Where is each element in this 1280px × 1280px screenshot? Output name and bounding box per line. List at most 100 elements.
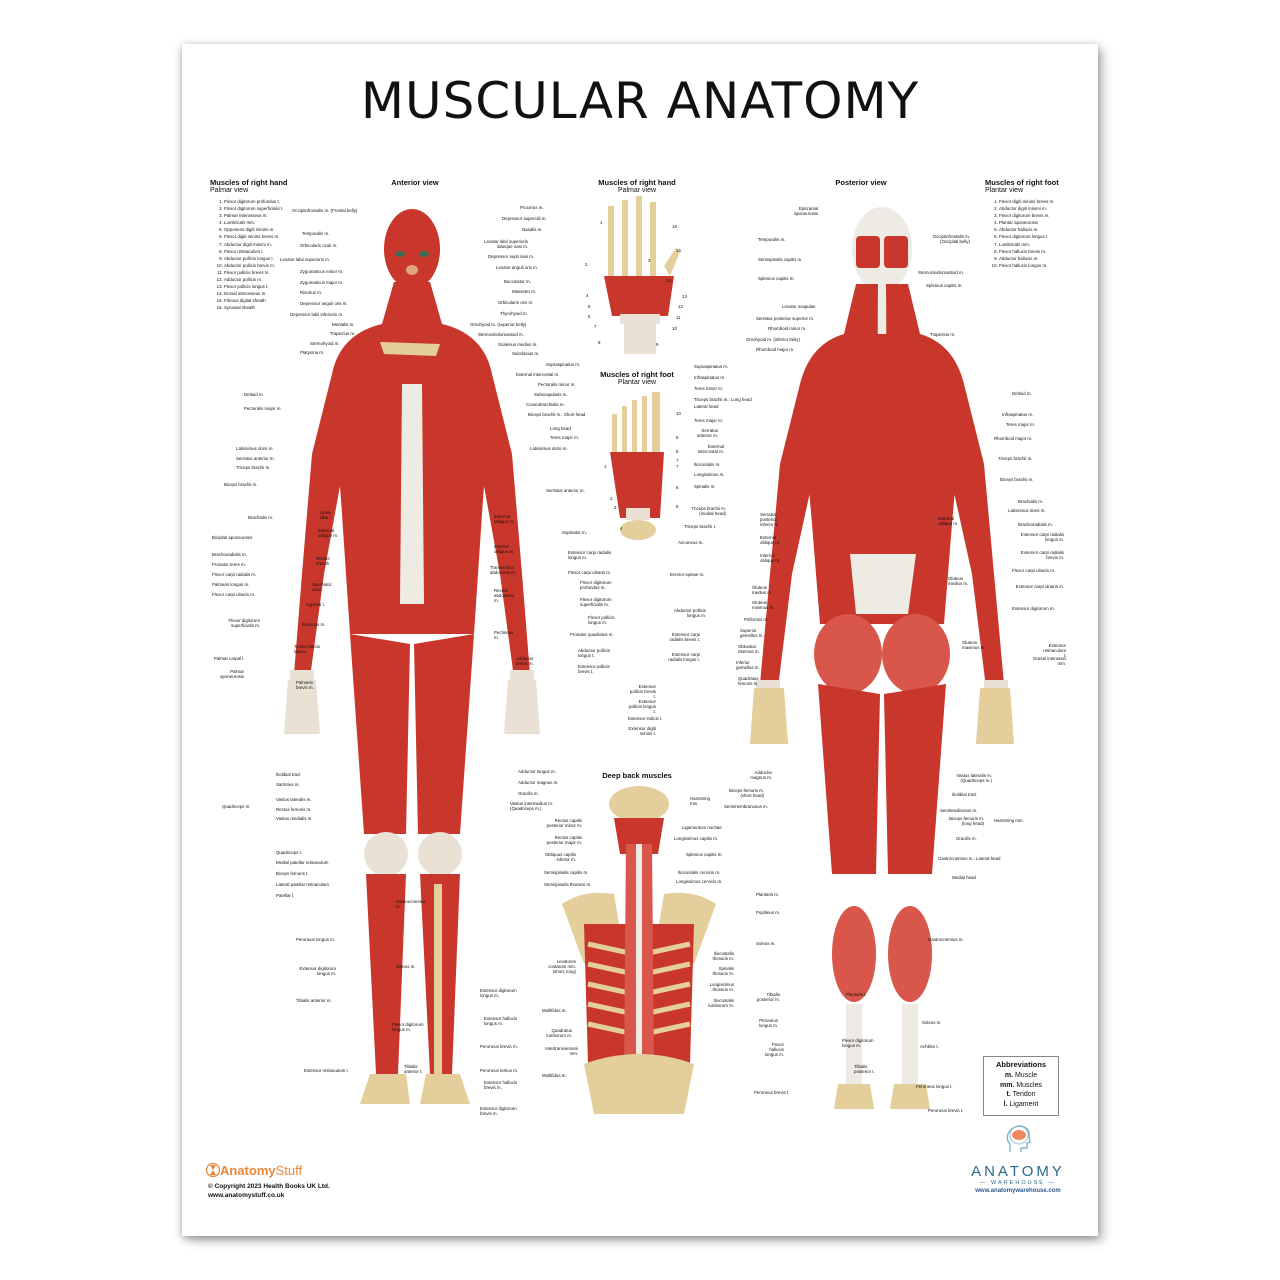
hand-legend-list: Flexor digitorum profundus t. Flexor dig… [210,198,310,312]
label: Serratus anterior m. [697,428,718,438]
copyright-block: © Copyright 2023 Health Books UK Ltd. ww… [208,1182,330,1200]
label: Flexor carpi ulnaris m. [1012,568,1056,573]
foot-legend-subtitle: Plantar view [985,187,1024,194]
foot-number: 6 [676,485,679,490]
label: Latissimus dorsi m. [236,446,274,451]
label: Rectus capitis posterior minor m. [546,818,582,828]
label: Peroneus tertius m. [480,1068,519,1073]
anatomystuff-url[interactable]: www.anatomystuff.co.uk [208,1192,285,1199]
label: Tibialis posterior t. [854,1064,875,1074]
label: Flexor digitorum longus m. [392,1022,424,1032]
label: Extensor carpi radialis brevis m. [1020,550,1064,560]
label: Sternocleidomastoid m. [478,332,524,337]
label: Spinalis thoracis m. [712,966,734,976]
hand-number: 11 [676,315,681,320]
label: Longissimus m. [694,472,725,477]
anatomystuff-logo: AnatomyStuff [205,1162,303,1178]
label: Extensor hallucis longus m. [484,1016,518,1026]
label: Palmaris brevis m. [296,680,314,690]
label: Masseter m. [512,289,537,294]
label: Splenius capitis m. [926,283,963,288]
label: Supraspinatus m. [546,362,581,367]
label: Semispinalis capitis m. [758,257,803,262]
label: Temporalis m. [758,237,786,242]
label: Triceps brachii m. [236,465,271,470]
label: Biceps brachii m. [224,482,258,487]
label: Teres major m. [1006,422,1036,427]
label: Quadratus femoris m. [738,676,759,686]
label: Levator labii superioris alaeque nasi m. [484,239,528,249]
label: Longissimus thoracis m. [709,982,734,992]
anatomy-poster: MUSCULAR ANATOMY Muscles of right hand P… [182,44,1098,1236]
label: Transversus abdominis m. [490,565,517,575]
label: Zygomaticus minor m. [300,269,344,274]
warehouse-url[interactable]: www.anatomywarehouse.com [975,1188,1061,1194]
hand-number: 3 [648,258,651,263]
label: External oblique m. [938,516,959,526]
brand-stuff: Stuff [275,1163,303,1178]
label: Thyrohyoid m. [500,311,528,316]
label: Depressor anguli oris m. [300,301,348,306]
label: Soleus m. [756,941,776,946]
label: Risorius m. [300,290,322,295]
label: Occipitofrontalis m. (Occipital belly) [932,234,970,244]
foot-plantar-diagram [610,392,664,540]
label: Triceps brachii m. (medial head) [691,506,726,516]
label: Infraspinatus m. [694,375,726,380]
label: Serratus posterior inferior m. [760,512,780,527]
label: Quadratus lumborum m. [546,1028,572,1038]
label: Temporalis m. [302,231,330,236]
label: Adductor brevis m. [516,656,534,666]
abbreviations-box: Abbreviations m. Muscle mm. Muscles t. T… [983,1056,1059,1116]
abbr: t. [1006,1091,1011,1098]
label: Gastrocnemius m. [928,937,964,942]
label: Occipitofrontalis m. (Frontal belly) [292,208,358,213]
label: Abductor pollicis longus t. [578,648,610,658]
label: Gluteus medius m. [752,585,773,595]
foot-number: 3 [614,505,617,510]
label: Peroneus brevis t. [754,1090,790,1095]
label: Gastrocnemius m.: Lateral head [938,856,1001,861]
foot-number: 5 [676,504,679,509]
label: Scalenus medius m. [498,342,538,347]
label: Brachialis m. [1018,499,1044,504]
hand-diagram-subtitle: Palmar view [617,187,657,194]
label: Vastus intermedius m. (Quadriceps m.) [510,801,554,811]
label: Longissimus capitis m. [674,836,719,841]
label: Latissimus dorsi m. [530,446,568,451]
label: Palmar aponeurosis [220,669,244,679]
posterior-view-title: Posterior view [835,178,887,187]
label: Tibialis anterior m. [296,998,332,1003]
label: Flexor carpi ulnaris m. [212,592,256,597]
label: Infraspinatus m. [1002,412,1034,417]
label: Lateral patellar retinaculum [276,882,329,887]
foot-legend-list: Flexor digiti minimi brevis m. Abductor … [985,198,1085,269]
legend-item: Adductor hallucis m. [999,255,1085,262]
legend-item: Adductor pollicis m. [224,276,310,283]
label: External intercostal m. [697,444,724,454]
label: Iliocostalis lumborum m. [708,998,734,1008]
poster-title: MUSCULAR ANATOMY [360,72,920,130]
label: Rhomboid minor m. [768,326,807,331]
label: Semitendinosus m. [940,808,978,813]
label: Serratus posterior superior m. [756,316,815,321]
label: Flexor digitorum superficialis m. [228,618,260,628]
label: Zygomaticus major m. [300,280,344,285]
label: Pectoralis minor m. [538,382,576,387]
label: Dorsal interossei mm. [1033,656,1066,666]
legend-item: Abductor hallucis m. [999,226,1085,233]
label: Inguinal l. [306,602,325,607]
label: Multifidus m. [542,1008,567,1013]
label: Extensor digitorum brevis m. [480,1106,517,1116]
label: Soleus m. [396,964,416,969]
label: Extensor carpi radialis longus m. [1020,532,1064,542]
label: Gracilis m. [956,836,977,841]
foot-number: 10 [676,411,681,416]
foot-number: 2 [610,496,613,501]
foot-legend: Muscles of right foot Plantar view Flexo… [985,178,1085,269]
abbr: m. [1004,1072,1014,1079]
label: Soleus m. [922,1020,942,1025]
label: Peroneus brevis t. [928,1108,964,1113]
copyright-text: © Copyright 2023 Health Books UK Ltd. [208,1183,330,1190]
label: Patellar l. [276,893,295,898]
